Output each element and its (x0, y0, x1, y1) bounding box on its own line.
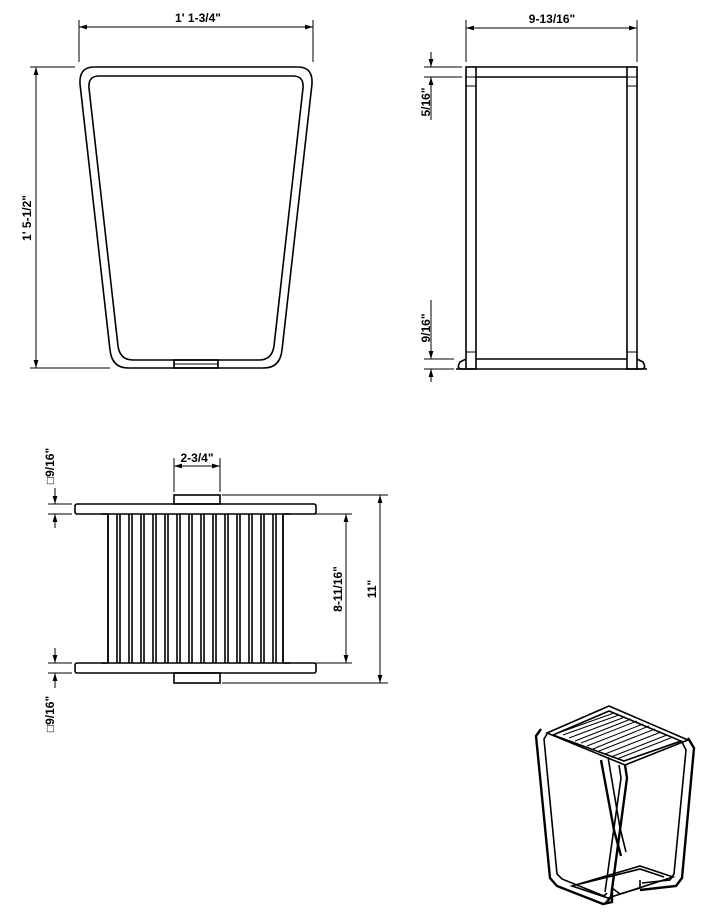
side-view-left-foot (457, 358, 467, 370)
top-view-bottom-rail (74, 662, 317, 674)
top-view: 2-3/4" 11" 8-11/16" □9/16" (43, 448, 388, 732)
top-tube-label: □9/16" (43, 448, 57, 484)
top-view-upper-block (173, 494, 221, 505)
top-center-width-dimension: 2-3/4" (173, 451, 221, 492)
top-inner-span-label: 8-11/16" (331, 566, 345, 612)
front-width-dimension: 1' 1-3/4" (78, 11, 314, 62)
side-width-label: 9-13/16" (529, 12, 575, 26)
front-height-label: 1' 5-1/2" (20, 195, 34, 241)
side-width-dimension: 9-13/16" (465, 12, 638, 62)
top-center-width-label: 2-3/4" (180, 451, 213, 465)
front-view: 1' 1-3/4" 1' 5-1/2" (20, 11, 314, 369)
front-width-label: 1' 1-3/4" (175, 11, 221, 25)
top-inner-span-dimension: 8-11/16" (292, 513, 352, 664)
top-view-lower-block (173, 672, 221, 684)
side-view-right-post (626, 66, 638, 370)
iso-bottom-rail (569, 865, 676, 899)
side-view: 9-13/16" 5/16" 9/16" (419, 12, 647, 382)
bottom-tube-label: □9/16" (43, 696, 57, 732)
side-view-left-post (465, 66, 477, 370)
isometric-view (534, 705, 696, 906)
top-view-top-rail (74, 503, 317, 515)
side-view-right-foot (636, 358, 646, 370)
top-view-slats (107, 514, 284, 663)
bottom-tube-dimension: □9/16" (43, 648, 72, 732)
top-tube-dimension: □9/16" (43, 448, 72, 528)
front-view-frame-inner (88, 75, 304, 361)
front-view-frame-outer (79, 66, 313, 369)
iso-seat-slats (557, 712, 674, 760)
side-bottom-offset-dimension: 9/16" (419, 300, 454, 382)
top-overall-depth-dimension: 11" (222, 494, 388, 684)
side-top-offset-label: 5/16" (419, 87, 433, 116)
side-bottom-offset-label: 9/16" (419, 313, 433, 342)
side-top-offset-dimension: 5/16" (419, 52, 462, 120)
front-height-dimension: 1' 5-1/2" (20, 66, 110, 369)
top-overall-depth-label: 11" (365, 580, 379, 598)
